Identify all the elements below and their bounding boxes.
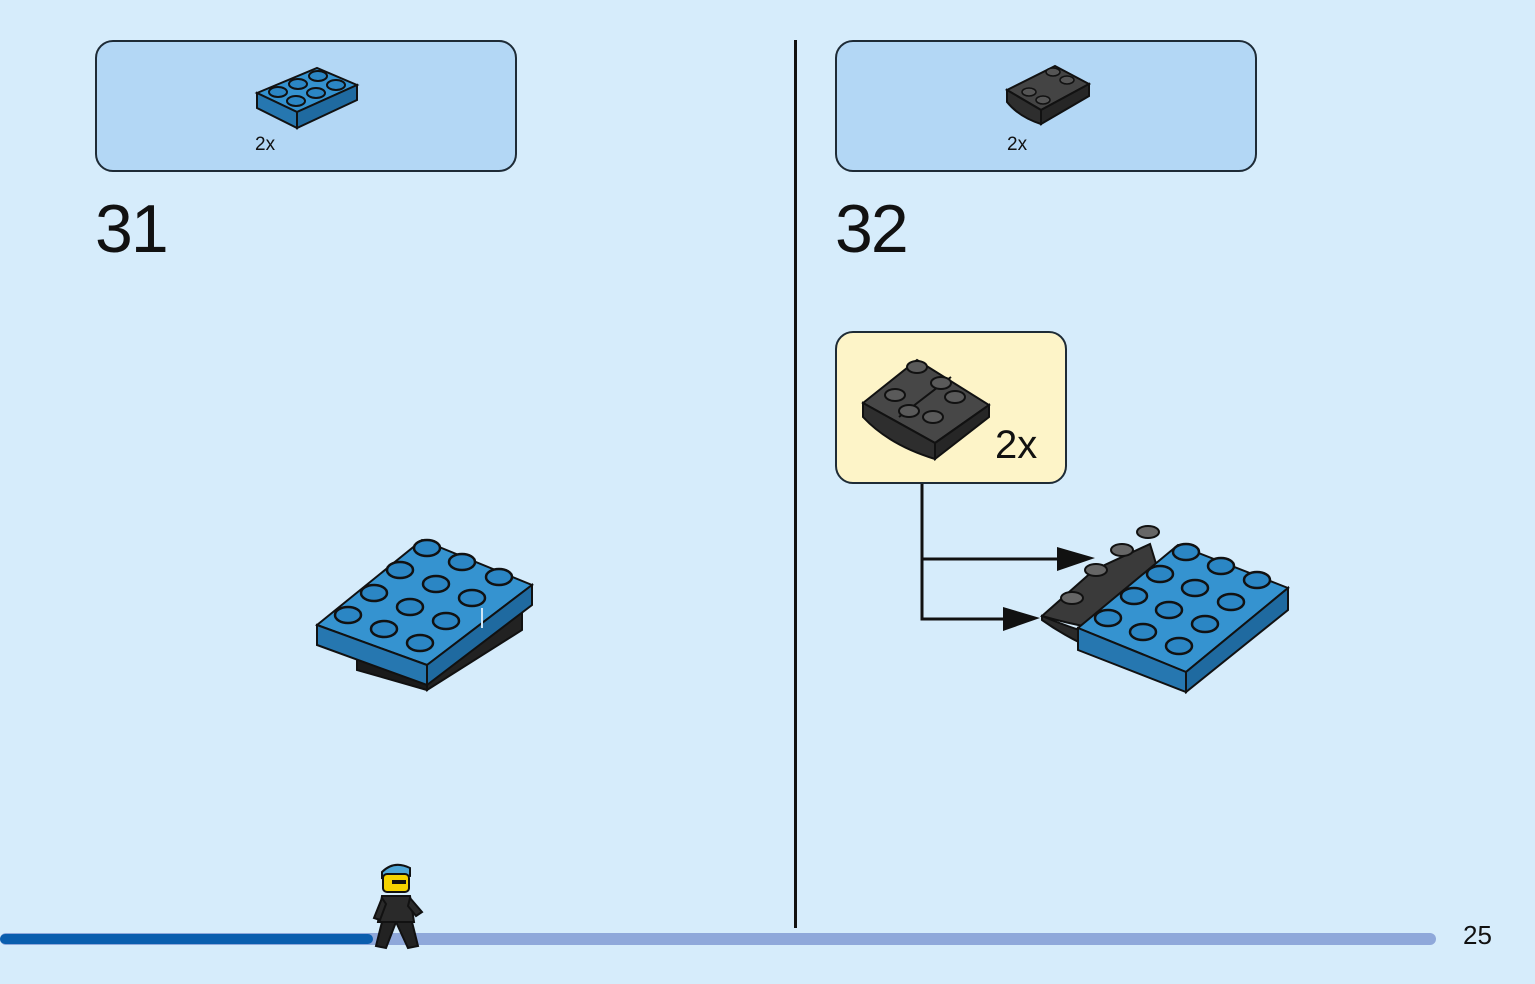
part-quantity: 2x [1007, 134, 1028, 155]
assembly-step-32-icon [1039, 525, 1290, 695]
callout-subassembly: 2x [835, 331, 1067, 484]
minifigure-icon [372, 863, 424, 950]
assembly-step-31-icon [314, 538, 534, 692]
arrow-lower-icon [1003, 607, 1040, 631]
callout-arrows [920, 484, 1095, 631]
part-curved-inverted-slope-icon [1004, 64, 1092, 126]
parts-box-step-32: 2x [835, 40, 1257, 172]
page-divider [794, 40, 797, 928]
step-number-31: 31 [95, 191, 169, 267]
part-plate-2x3-icon [254, 66, 360, 130]
step-number-32: 32 [835, 191, 909, 267]
callout-curved-slope-icon [861, 358, 991, 462]
part-quantity: 2x [255, 134, 276, 155]
page-number: 25 [1463, 920, 1492, 950]
arrow-upper-icon [1057, 547, 1095, 571]
progress-bar [0, 933, 1436, 945]
progress-completed [0, 934, 373, 944]
callout-quantity: 2x [995, 423, 1038, 467]
parts-box-step-31: 2x [95, 40, 517, 172]
